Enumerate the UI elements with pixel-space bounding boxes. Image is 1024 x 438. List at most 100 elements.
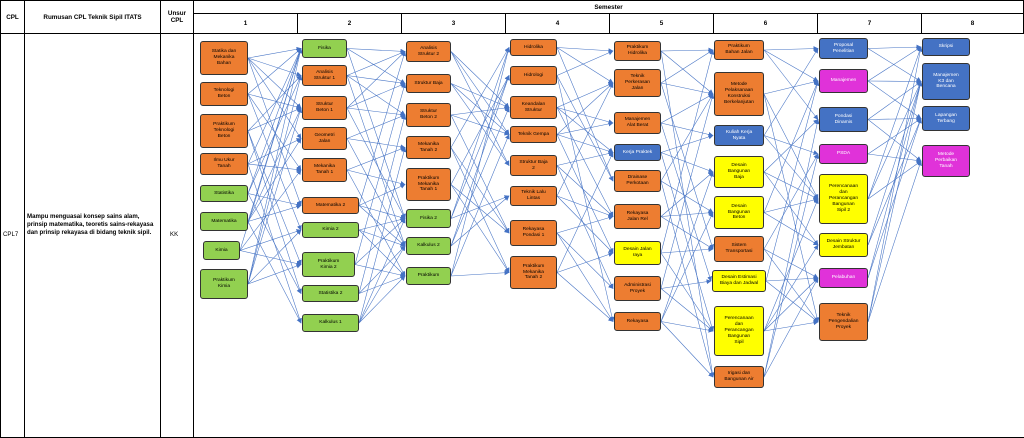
prerequisite-arrow xyxy=(660,321,714,333)
prerequisite-arrow xyxy=(358,218,406,324)
prerequisite-arrow xyxy=(556,82,614,135)
prerequisite-arrow xyxy=(556,215,614,234)
prerequisite-arrow xyxy=(247,57,302,77)
prerequisite-arrow xyxy=(358,275,406,324)
prerequisite-arrow xyxy=(450,51,510,135)
prerequisite-arrow xyxy=(867,81,923,323)
prerequisite-arrow xyxy=(660,212,714,322)
prerequisite-arrow xyxy=(346,50,406,76)
course-node-sem3: Praktikum xyxy=(406,267,451,285)
prerequisite-arrow xyxy=(450,134,510,277)
prerequisite-arrow xyxy=(763,80,819,213)
prerequisite-arrow xyxy=(556,272,614,322)
prerequisite-arrow xyxy=(660,122,714,137)
course-node-sem3: Kalkulus 2 xyxy=(406,237,451,255)
course-node-sem5: Manajemen Alat Berat xyxy=(614,112,661,134)
prerequisite-arrow xyxy=(358,205,406,220)
prerequisite-arrow xyxy=(450,184,510,273)
course-node-sem3: Fisika 2 xyxy=(406,209,451,228)
prerequisite-arrow xyxy=(763,49,819,82)
prerequisite-arrow xyxy=(556,165,614,217)
prerequisite-arrow xyxy=(660,50,714,95)
prerequisite-arrow xyxy=(239,229,302,251)
course-node-sem6: Desain Bangunan Baja xyxy=(714,156,764,188)
prerequisite-arrow xyxy=(247,130,302,294)
prerequisite-arrow xyxy=(346,48,406,84)
course-node-sem6: Desain Bangunan Beton xyxy=(714,196,764,229)
prerequisite-arrow xyxy=(763,119,819,173)
prerequisite-arrow xyxy=(450,147,510,234)
course-node-sem3: Mekanika Tanah 2 xyxy=(406,136,451,159)
course-node-sem5: Rekayasa Jalan Rel xyxy=(614,204,661,229)
prerequisite-arrow xyxy=(346,82,406,109)
prerequisite-arrow xyxy=(346,75,406,116)
prerequisite-arrow xyxy=(765,280,819,323)
prerequisite-arrow xyxy=(867,81,922,120)
prerequisite-arrow xyxy=(867,118,922,279)
course-node-sem1: Praktikum Kimia xyxy=(200,269,248,299)
prerequisite-arrow xyxy=(450,47,511,277)
course-node-sem4: Struktur Baja 2 xyxy=(510,155,557,176)
course-node-sem1: Statistika xyxy=(200,185,248,202)
prerequisite-arrow xyxy=(247,229,302,285)
prerequisite-arrow xyxy=(556,75,614,182)
course-node-sem1: Matematika xyxy=(200,212,248,231)
prerequisite-arrow xyxy=(247,93,302,110)
course-node-sem2: Praktikum Kimia 2 xyxy=(302,252,355,277)
prerequisite-arrow xyxy=(763,320,819,332)
course-node-sem1: Ilmu Ukur Tanah xyxy=(200,153,248,175)
prerequisite-arrow xyxy=(763,46,819,52)
prerequisite-arrow xyxy=(556,107,614,217)
prerequisite-arrow xyxy=(660,252,714,332)
prerequisite-arrow xyxy=(239,250,302,266)
prerequisite-arrow xyxy=(247,138,302,165)
prerequisite-arrow xyxy=(346,138,406,150)
prerequisite-arrow xyxy=(450,195,510,219)
prerequisite-arrow xyxy=(660,279,712,289)
prerequisite-arrow xyxy=(556,134,614,154)
unsur-value: KK xyxy=(170,231,179,238)
prerequisite-arrow xyxy=(556,152,614,273)
course-node-sem3: Analisis Struktur 2 xyxy=(406,41,451,62)
course-node-sem2: Matematika 2 xyxy=(302,197,359,214)
course-node-sem2: Kalkulus 1 xyxy=(302,314,359,332)
prerequisite-arrow xyxy=(247,263,302,285)
prerequisite-arrow xyxy=(247,48,302,165)
prerequisite-arrow xyxy=(556,47,614,54)
prerequisite-arrow xyxy=(358,51,407,206)
prerequisite-arrow xyxy=(239,48,303,251)
prerequisite-arrow xyxy=(660,288,714,332)
prerequisite-arrow xyxy=(354,218,406,265)
course-node-sem2: Mekanika Tanah 1 xyxy=(302,158,347,182)
course-node-sem1: Teknologi Beton xyxy=(200,82,248,106)
prerequisite-arrow xyxy=(763,49,819,120)
prerequisite-arrow xyxy=(556,232,614,289)
prerequisite-arrow xyxy=(247,107,302,132)
course-node-sem4: Praktikum Mekanika Tanah 2 xyxy=(510,256,557,289)
prerequisite-arrow xyxy=(450,107,510,247)
prerequisite-arrow xyxy=(247,57,302,109)
prerequisite-arrow xyxy=(239,169,302,251)
prerequisite-arrow xyxy=(867,118,922,246)
prerequisite-arrow xyxy=(660,246,714,254)
prerequisite-arrow xyxy=(660,152,715,332)
course-node-sem6: Irigasi dan Bangunan Air xyxy=(714,366,764,388)
prerequisite-arrow xyxy=(450,184,510,234)
prerequisite-arrow xyxy=(556,134,614,254)
prerequisite-arrow xyxy=(660,93,714,182)
prerequisite-arrow xyxy=(660,93,715,289)
prerequisite-arrow xyxy=(556,121,614,135)
prerequisite-arrow xyxy=(660,50,715,378)
prerequisite-arrow xyxy=(867,48,922,82)
course-node-sem6: Desain Estimasi Biaya dan Jadwal xyxy=(712,270,766,292)
prerequisite-arrow xyxy=(867,78,922,84)
course-node-sem7: Teknik Pengendalian Proyek xyxy=(819,303,868,341)
prerequisite-arrow xyxy=(660,321,714,378)
course-node-sem4: Keandalan Struktur xyxy=(510,96,557,119)
prerequisite-arrow xyxy=(346,48,406,54)
prerequisite-arrow xyxy=(660,180,715,378)
course-node-sem1: Kimia xyxy=(203,241,240,260)
prerequisite-arrow xyxy=(247,221,302,324)
prerequisite-arrow xyxy=(247,48,303,285)
